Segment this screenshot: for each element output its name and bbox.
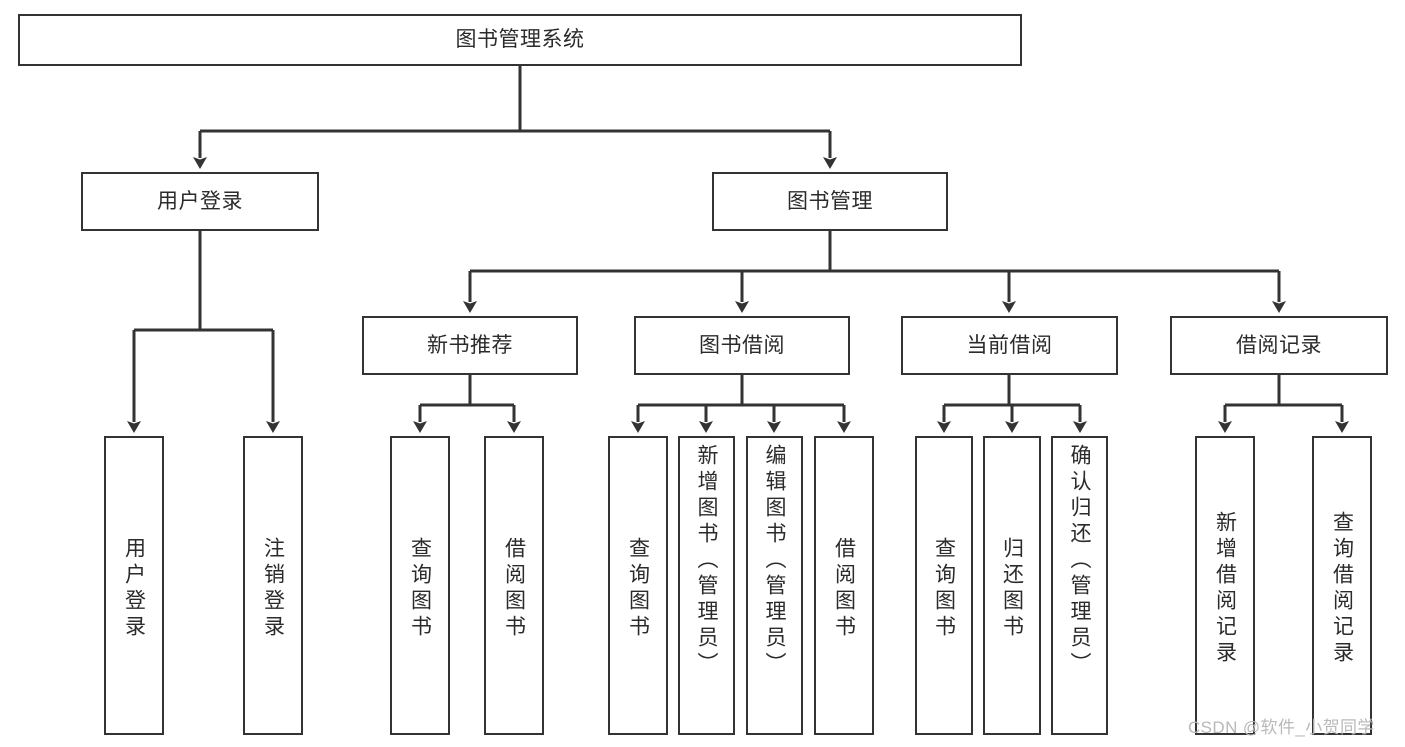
node-leaf-add-book-admin[interactable]: 新增图书（管理员） — [678, 436, 735, 735]
node-leaf-query-borrow-record[interactable]: 查询借阅记录 — [1312, 436, 1372, 735]
node-user-login[interactable]: 用户登录 — [81, 172, 319, 231]
node-book-borrow-label: 图书借阅 — [699, 333, 785, 357]
node-leaf-return-book-label: 归还图书 — [1000, 536, 1024, 641]
node-new-book-recommend-label: 新书推荐 — [427, 333, 513, 357]
node-leaf-add-borrow-record[interactable]: 新增借阅记录 — [1195, 436, 1255, 735]
node-leaf-query-book-1[interactable]: 查询图书 — [390, 436, 450, 735]
node-user-login-label: 用户登录 — [157, 189, 243, 213]
node-leaf-query-book-2-label: 查询图书 — [626, 536, 650, 641]
node-book-borrow[interactable]: 图书借阅 — [634, 316, 850, 375]
node-leaf-confirm-return-admin[interactable]: 确认归还（管理员） — [1051, 436, 1108, 735]
node-root[interactable]: 图书管理系统 — [18, 14, 1022, 66]
node-leaf-confirm-return-admin-label: 确认归还（管理员） — [1068, 444, 1091, 678]
node-borrow-record-label: 借阅记录 — [1236, 333, 1322, 357]
node-new-book-recommend[interactable]: 新书推荐 — [362, 316, 578, 375]
node-leaf-return-book[interactable]: 归还图书 — [983, 436, 1041, 735]
node-leaf-user-login[interactable]: 用户登录 — [104, 436, 164, 735]
node-leaf-query-book-3[interactable]: 查询图书 — [915, 436, 973, 735]
node-leaf-query-book-1-label: 查询图书 — [408, 536, 432, 641]
node-borrow-record[interactable]: 借阅记录 — [1170, 316, 1388, 375]
node-leaf-edit-book-admin[interactable]: 编辑图书（管理员） — [746, 436, 803, 735]
node-leaf-query-book-3-label: 查询图书 — [932, 536, 956, 641]
node-leaf-user-logout[interactable]: 注销登录 — [243, 436, 303, 735]
node-book-manage-label: 图书管理 — [787, 189, 873, 213]
node-leaf-edit-book-admin-label: 编辑图书（管理员） — [763, 444, 786, 678]
node-leaf-add-borrow-record-label: 新增借阅记录 — [1213, 510, 1237, 667]
node-leaf-borrow-book-1-label: 借阅图书 — [502, 536, 526, 641]
node-book-manage[interactable]: 图书管理 — [712, 172, 948, 231]
node-leaf-user-logout-label: 注销登录 — [261, 536, 285, 641]
node-leaf-user-login-label: 用户登录 — [122, 536, 146, 641]
node-current-borrow-label: 当前借阅 — [966, 333, 1053, 357]
node-leaf-borrow-book-2-label: 借阅图书 — [832, 536, 856, 641]
node-leaf-query-borrow-record-label: 查询借阅记录 — [1330, 510, 1354, 667]
node-leaf-add-book-admin-label: 新增图书（管理员） — [695, 444, 718, 678]
csdn-watermark: CSDN @软件_小贺同学 — [1188, 718, 1375, 737]
node-leaf-query-book-2[interactable]: 查询图书 — [608, 436, 668, 735]
node-leaf-borrow-book-1[interactable]: 借阅图书 — [484, 436, 544, 735]
node-current-borrow[interactable]: 当前借阅 — [901, 316, 1118, 375]
node-root-label: 图书管理系统 — [455, 28, 585, 52]
node-leaf-borrow-book-2[interactable]: 借阅图书 — [814, 436, 874, 735]
